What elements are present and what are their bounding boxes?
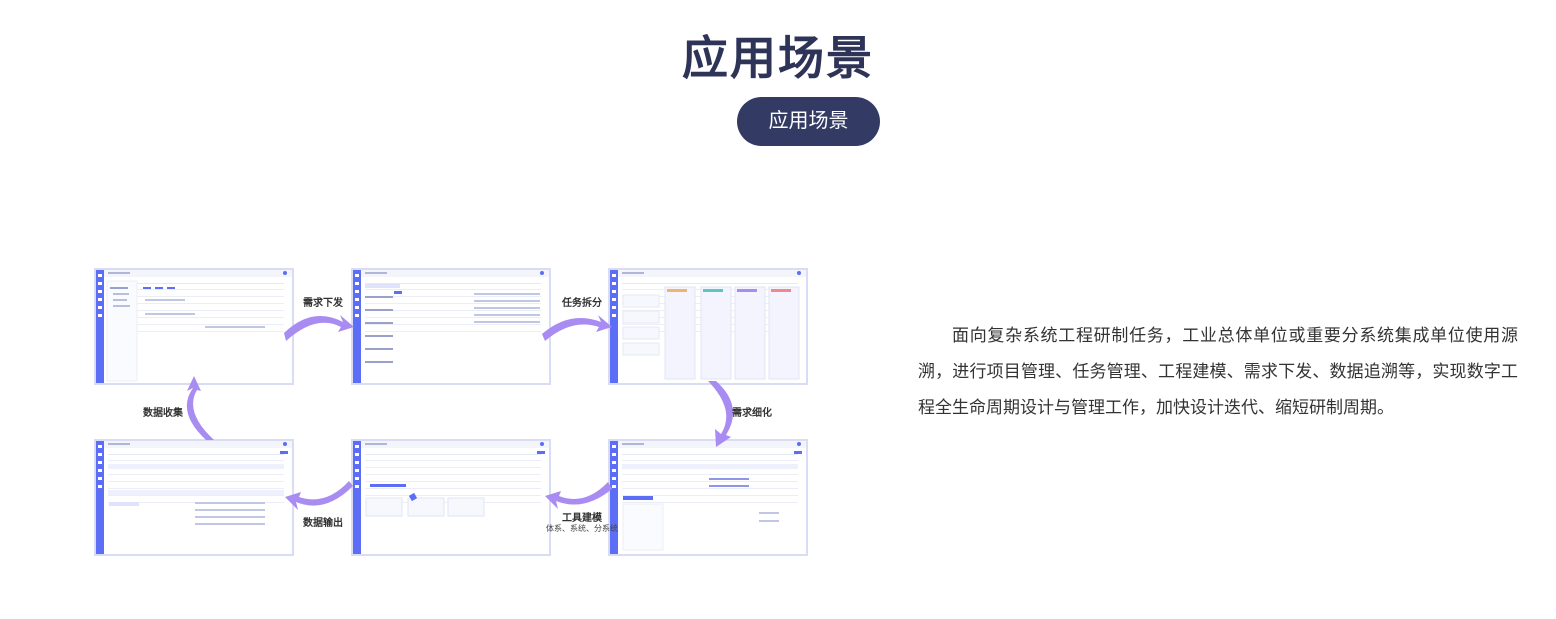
label-data-collect: 数据收集 <box>143 406 184 419</box>
label-task-split: 任务拆分 <box>561 296 602 309</box>
label-requirement-refine: 需求细化 <box>732 406 772 419</box>
label-tool-modeling-sub: 体系、系统、分系统 <box>546 523 618 533</box>
arrow-left-2 <box>285 481 353 510</box>
label-tool-modeling: 工具建模 <box>562 511 603 524</box>
flow-arrows <box>186 315 734 510</box>
screenshot-data-collection <box>94 439 294 556</box>
label-requirement-issue: 需求下发 <box>303 296 344 309</box>
screenshot-tool-modeling <box>608 439 808 556</box>
arrow-down <box>708 381 734 447</box>
screenshot-data-output <box>351 439 551 556</box>
scenario-description: 面向复杂系统工程研制任务，工业总体单位或重要分系统集成单位使用源溯，进行项目管理… <box>918 326 1518 417</box>
arrow-left-1 <box>545 482 612 509</box>
section-title: 应用场景 <box>682 32 874 84</box>
label-data-output: 数据输出 <box>303 516 343 529</box>
arrow-right-1 <box>284 315 354 341</box>
section-tag-button[interactable]: 应用场景 <box>737 97 880 146</box>
screenshot-task-management <box>351 268 551 385</box>
screenshot-project-management <box>94 268 294 385</box>
arrow-right-2 <box>542 315 612 341</box>
arrow-up <box>186 376 214 440</box>
screenshot-task-board <box>608 268 808 385</box>
